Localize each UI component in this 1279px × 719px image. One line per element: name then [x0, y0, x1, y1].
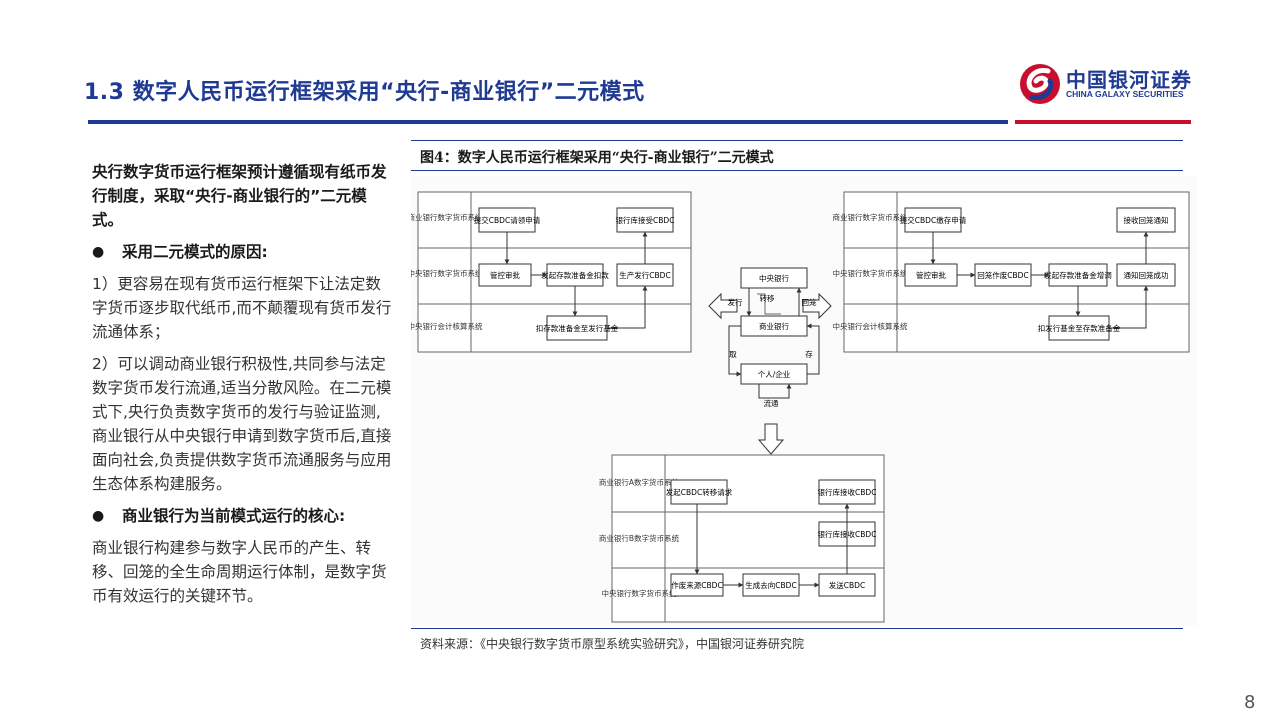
bullet-core: ● 商业银行为当前模式运行的核心: — [92, 504, 392, 528]
center-label-withdraw-back: 回笼 — [802, 297, 817, 307]
company-logo: 中国银河证券 CHINA GALAXY SECURITIES — [1018, 62, 1194, 106]
center-label-deposit: 存 — [805, 349, 813, 359]
bottom-lane-1: 商业银行A数字货币系统 — [599, 477, 680, 487]
figure-top-rule — [411, 140, 1183, 141]
left-hollow-arrow — [708, 292, 738, 320]
figure-bottom-rule — [411, 628, 1183, 629]
bullet-dot-icon: ● — [92, 244, 105, 260]
bottom-box-void: 作废来源CBDC — [671, 580, 722, 590]
bottom-lane-3: 中央银行数字货币系统 — [602, 588, 677, 598]
bullet-core-text: 商业银行为当前模式运行的核心: — [122, 507, 346, 525]
reason-paragraph-1: 1）更容易在现有货币运行框架下让法定数字货币逐步取代纸币,而不颠覆现有货币发行流… — [92, 275, 392, 341]
bottom-box-transfer: 发起CBDC转移请求 — [666, 487, 733, 497]
right-lane-2: 中央银行数字货币系统 — [833, 268, 908, 278]
center-box-commercial-bank: 商业银行 — [759, 321, 789, 331]
left-box-fund: 扣存款准备金至发行基金 — [536, 323, 619, 333]
right-panel: 商业银行数字货币系统 中央银行数字货币系统 中央银行会计核算系统 提交CBDC缴… — [833, 191, 1190, 353]
left-panel: 商业银行数字货币系统 中央银行数字货币系统 中央银行会计核算系统 提交CBDC请… — [411, 191, 692, 353]
left-box-receive: 银行库接受CBDC — [616, 215, 675, 225]
center-label-take: 取 — [729, 350, 737, 359]
figure-source: 资料来源：《中央银行数字货币原型系统实验研究》，中国银河证券研究院 — [420, 637, 805, 651]
right-hollow-arrow — [802, 292, 832, 320]
left-box-apply: 提交CBDC请领申请 — [474, 215, 541, 225]
down-hollow-arrow — [757, 423, 785, 455]
right-box-reserve-up: 发起存款准备金增调 — [1044, 270, 1112, 280]
left-lane-3: 中央银行会计核算系统 — [411, 321, 483, 331]
title-divider-blue — [88, 120, 1008, 124]
left-lane-1: 商业银行数字货币系统 — [411, 212, 483, 222]
logo-chinese-name: 中国银河证券 — [1066, 68, 1192, 92]
title-divider-red — [1015, 120, 1191, 124]
bottom-panel: 商业银行A数字货币系统 商业银行B数字货币系统 中央银行数字货币系统 发起CBD… — [599, 454, 885, 623]
center-label-issue: 发行 — [728, 297, 743, 307]
left-text-column: 央行数字货币运行框架预计遵循现有纸币发行制度，采取“央行-商业银行的”二元模式。… — [92, 160, 392, 616]
bottom-box-send: 发送CBDC — [829, 580, 865, 590]
center-flow: 中央银行 商业银行 个人/企业 发行 转移 回笼 取 存 流通 — [728, 267, 820, 408]
right-box-void: 回笼作废CBDC — [977, 270, 1028, 280]
left-box-deduct: 发起存款准备金扣款 — [541, 270, 609, 280]
right-box-deposit-apply: 提交CBDC缴存申请 — [900, 215, 967, 225]
page-title: 1.3 数字人民币运行框架采用“央行-商业银行”二元模式 — [84, 80, 645, 105]
galaxy-logo-icon — [1020, 64, 1060, 104]
logo-english-name: CHINA GALAXY SECURITIES — [1066, 89, 1184, 99]
bottom-box-receive-a: 银行库接收CBDC — [818, 487, 877, 497]
reason-paragraph-2: 2）可以调动商业银行积极性,共同参与法定数字货币发行流通,适当分散风险。在二元模… — [92, 355, 392, 493]
center-box-central-bank: 中央银行 — [759, 273, 789, 283]
core-paragraph: 商业银行构建参与数字人民币的产生、转移、回笼的全生命周期运行体制，是数字货币有效… — [92, 539, 387, 605]
figure-title-rule — [411, 170, 1183, 171]
page-number: 8 — [1244, 692, 1256, 713]
center-label-circulate: 流通 — [764, 398, 779, 408]
right-box-fund: 扣发行基金至存款准备金 — [1038, 323, 1121, 333]
right-lane-3: 中央银行会计核算系统 — [833, 321, 908, 331]
bottom-lane-2: 商业银行B数字货币系统 — [599, 533, 680, 543]
right-box-success: 通知回笼成功 — [1124, 270, 1169, 280]
lead-paragraph: 央行数字货币运行框架预计遵循现有纸币发行制度，采取“央行-商业银行的”二元模式。 — [92, 163, 387, 229]
right-lane-1: 商业银行数字货币系统 — [833, 212, 908, 222]
bottom-box-generate: 生成去向CBDC — [745, 580, 796, 590]
bullet-reasons-text: 采用二元模式的原因: — [122, 243, 268, 261]
right-box-notice: 接收回笼通知 — [1124, 215, 1169, 225]
figure-title: 图4：数字人民币运行框架采用“央行-商业银行”二元模式 — [420, 150, 774, 166]
center-label-transfer: 转移 — [760, 293, 775, 303]
left-box-produce: 生产发行CBDC — [619, 270, 670, 280]
bullet-dot-icon: ● — [92, 508, 105, 524]
center-box-individual: 个人/企业 — [758, 369, 791, 379]
cbdc-flow-diagram: 商业银行数字货币系统 中央银行数字货币系统 中央银行会计核算系统 提交CBDC请… — [411, 176, 1197, 626]
bullet-reasons: ● 采用二元模式的原因: — [92, 240, 392, 264]
right-box-approve: 管控审批 — [916, 270, 946, 280]
left-lane-2: 中央银行数字货币系统 — [411, 268, 483, 278]
left-box-approve: 管控审批 — [490, 270, 520, 280]
